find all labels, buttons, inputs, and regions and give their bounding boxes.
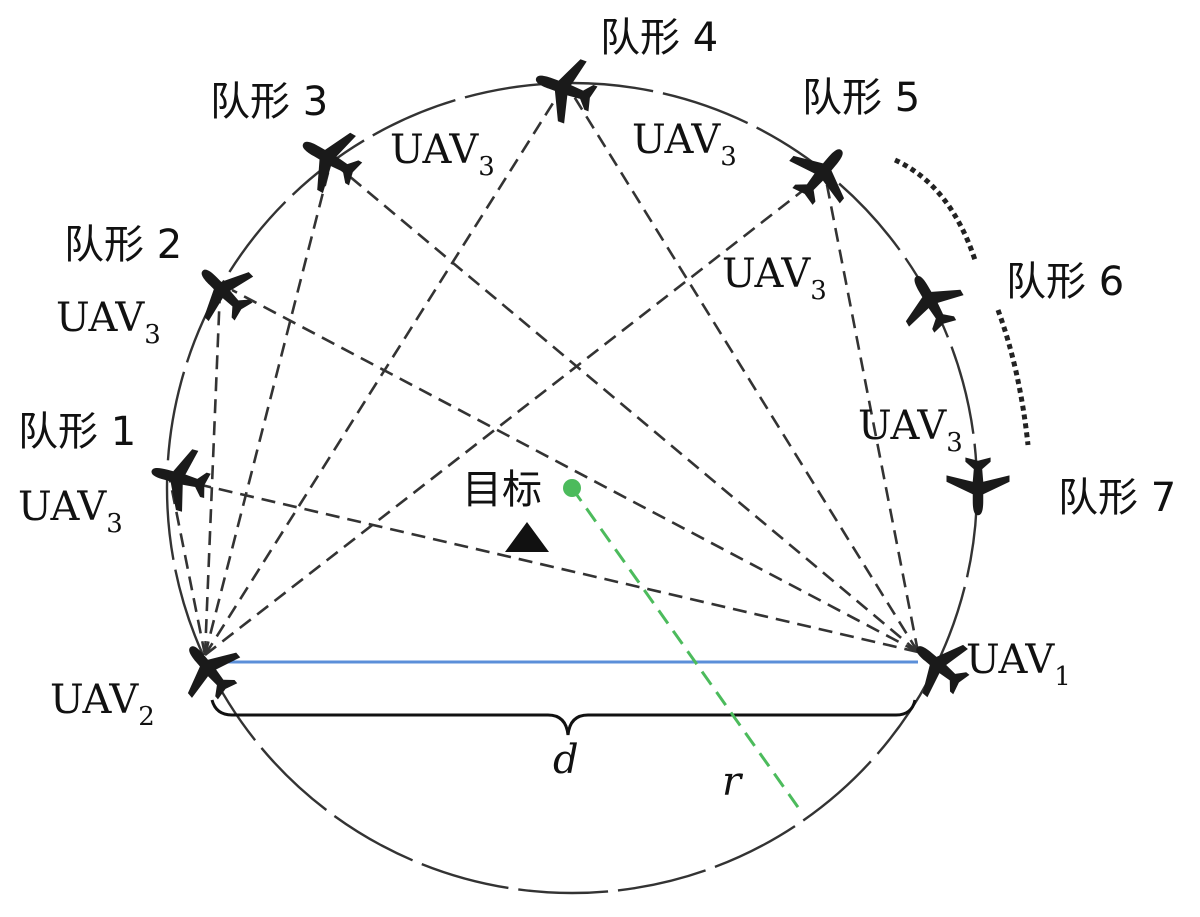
triangle-icon — [505, 522, 549, 552]
target-label: 目标 — [462, 467, 542, 513]
dot-icon — [563, 479, 581, 497]
uav3-label: UAV3 — [390, 127, 495, 182]
uav3-label: UAV3 — [858, 403, 963, 458]
aircraft-icon — [143, 440, 216, 517]
formation-label-6: 队形 6 — [1006, 259, 1125, 305]
formation-label-4: 队形 4 — [600, 15, 719, 61]
aircraft-icon — [166, 626, 252, 712]
formation-label-7: 队形 7 — [1058, 475, 1177, 521]
formation-label-2: 队形 2 — [64, 222, 183, 268]
formation-label-3: 队形 3 — [210, 79, 329, 125]
uav2-label: UAV2 — [50, 677, 155, 732]
radius-r-label: r — [722, 759, 742, 805]
aircraft-icon — [946, 457, 1010, 516]
distance-d-label: d — [553, 737, 579, 783]
uav3-label: UAV3 — [632, 117, 737, 172]
aircraft-icon — [889, 260, 973, 343]
dotted-arc-lower — [995, 309, 1031, 446]
formation-label-5: 队形 5 — [802, 75, 921, 121]
uav1-label: UAV1 — [966, 637, 1071, 692]
dotted-arc-upper — [893, 157, 978, 261]
uav3-label: UAV3 — [722, 251, 827, 306]
radius-r — [570, 487, 802, 811]
uav1-links — [179, 89, 920, 654]
uav3-label: UAV3 — [56, 295, 161, 350]
aircraft-icon — [524, 47, 605, 130]
uav2-links — [168, 91, 811, 657]
brace — [210, 699, 917, 736]
formation-label-1: 队形 1 — [18, 409, 137, 455]
aircraft-icon — [777, 128, 867, 218]
aircraft-icon — [180, 248, 266, 334]
uav3-label: UAV3 — [18, 484, 123, 539]
